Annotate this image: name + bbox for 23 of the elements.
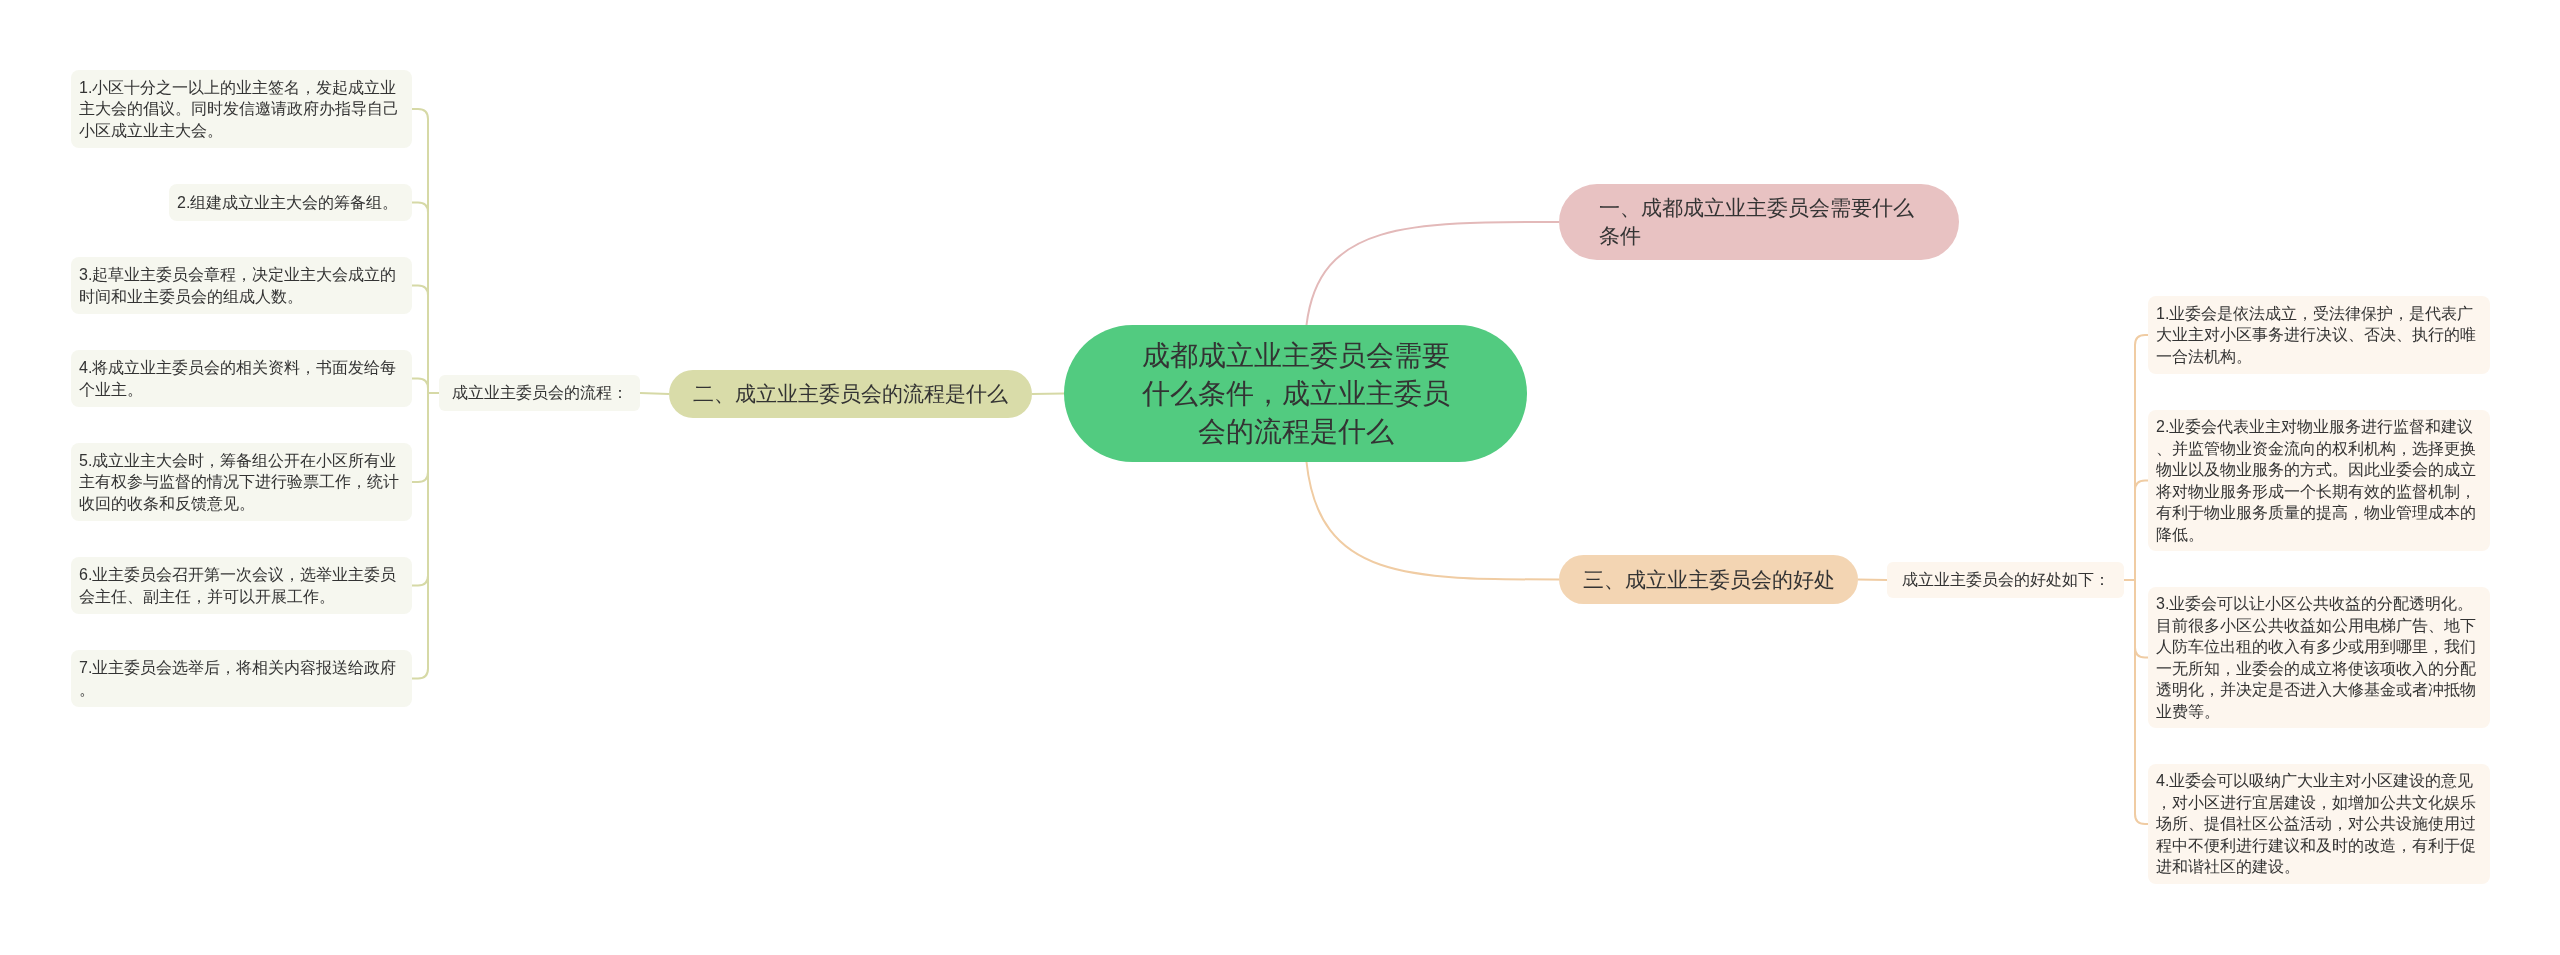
connector-line [1857,578,1888,581]
note-card: 6.业主委员会召开第一次会议，选举业主委员会主任、副主任，并可以开展工作。 [71,557,412,614]
note-card: 3.起草业主委员会章程，决定业主大会成立的时间和业主委员会的组成人数。 [71,257,412,314]
connector-line [1031,392,1065,395]
note-card: 4.将成立业主委员会的相关资料，书面发给每个业主。 [71,350,412,407]
note-card: 2.业委会代表业主对物业服务进行监督和建议、并监管物业资金流向的权利机构，选择更换物业以及物业服务的方式。因此业委会的成立将对物业服务形成一个长期有效的监督机制，有利于物业服务质量的提高，物业管理成本的降低。 [2148,410,2490,551]
branch-topic: 二、成立业主委员会的流程是什么 [669,370,1032,418]
subtopic-tag: 成立业主委员会的好处如下： [1887,562,2124,598]
branch-topic: 三、成立业主委员会的好处 [1559,555,1858,604]
connector-line [1305,461,1560,581]
note-card: 5.成立业主大会时，筹备组公开在小区所有业主有权参与监督的情况下进行验票工作，统计收回的收条和反馈意见。 [71,443,412,521]
note-card: 4.业委会可以吸纳广大业主对小区建设的意见，对小区进行宜居建设，如增加公共文化娱乐场所、提倡社区公益活动，对公共设施使用过程中不便利进行建议和及时的改造，有利于促进和谐社区的建设。 [2148,764,2490,884]
connector-line [1305,221,1560,326]
note-card: 2.组建成立业主大会的筹备组。 [169,184,412,221]
connector-line [411,392,440,680]
subtopic-tag: 成立业主委员会的流程： [439,375,640,411]
note-card: 3.业委会可以让小区公共收益的分配透明化。目前很多小区公共收益如公用电梯广告、地下人防车位出租的收入有多少或用到哪里，我们一无所知，业委会的成立将使该项收入的分配透明化，并决定是否进入大修基金或者冲抵物业费等。 [2148,587,2490,728]
note-card: 7.业主委员会选举后，将相关内容报送给政府。 [71,650,412,707]
central-topic: 成都成立业主委员会需要什么条件，成立业主委员会的流程是什么 [1064,325,1527,462]
note-card: 1.小区十分之一以上的业主签名，发起成立业主大会的倡议。同时发信邀请政府办指导自己小区成立业主大会。 [71,70,412,148]
note-card: 1.业委会是依法成立，受法律保护，是代表广大业主对小区事务进行决议、否决、执行的唯一合法机构。 [2148,296,2490,374]
connector-line [639,392,670,395]
branch-topic: 一、成都成立业主委员会需要什么条件 [1559,184,1959,260]
